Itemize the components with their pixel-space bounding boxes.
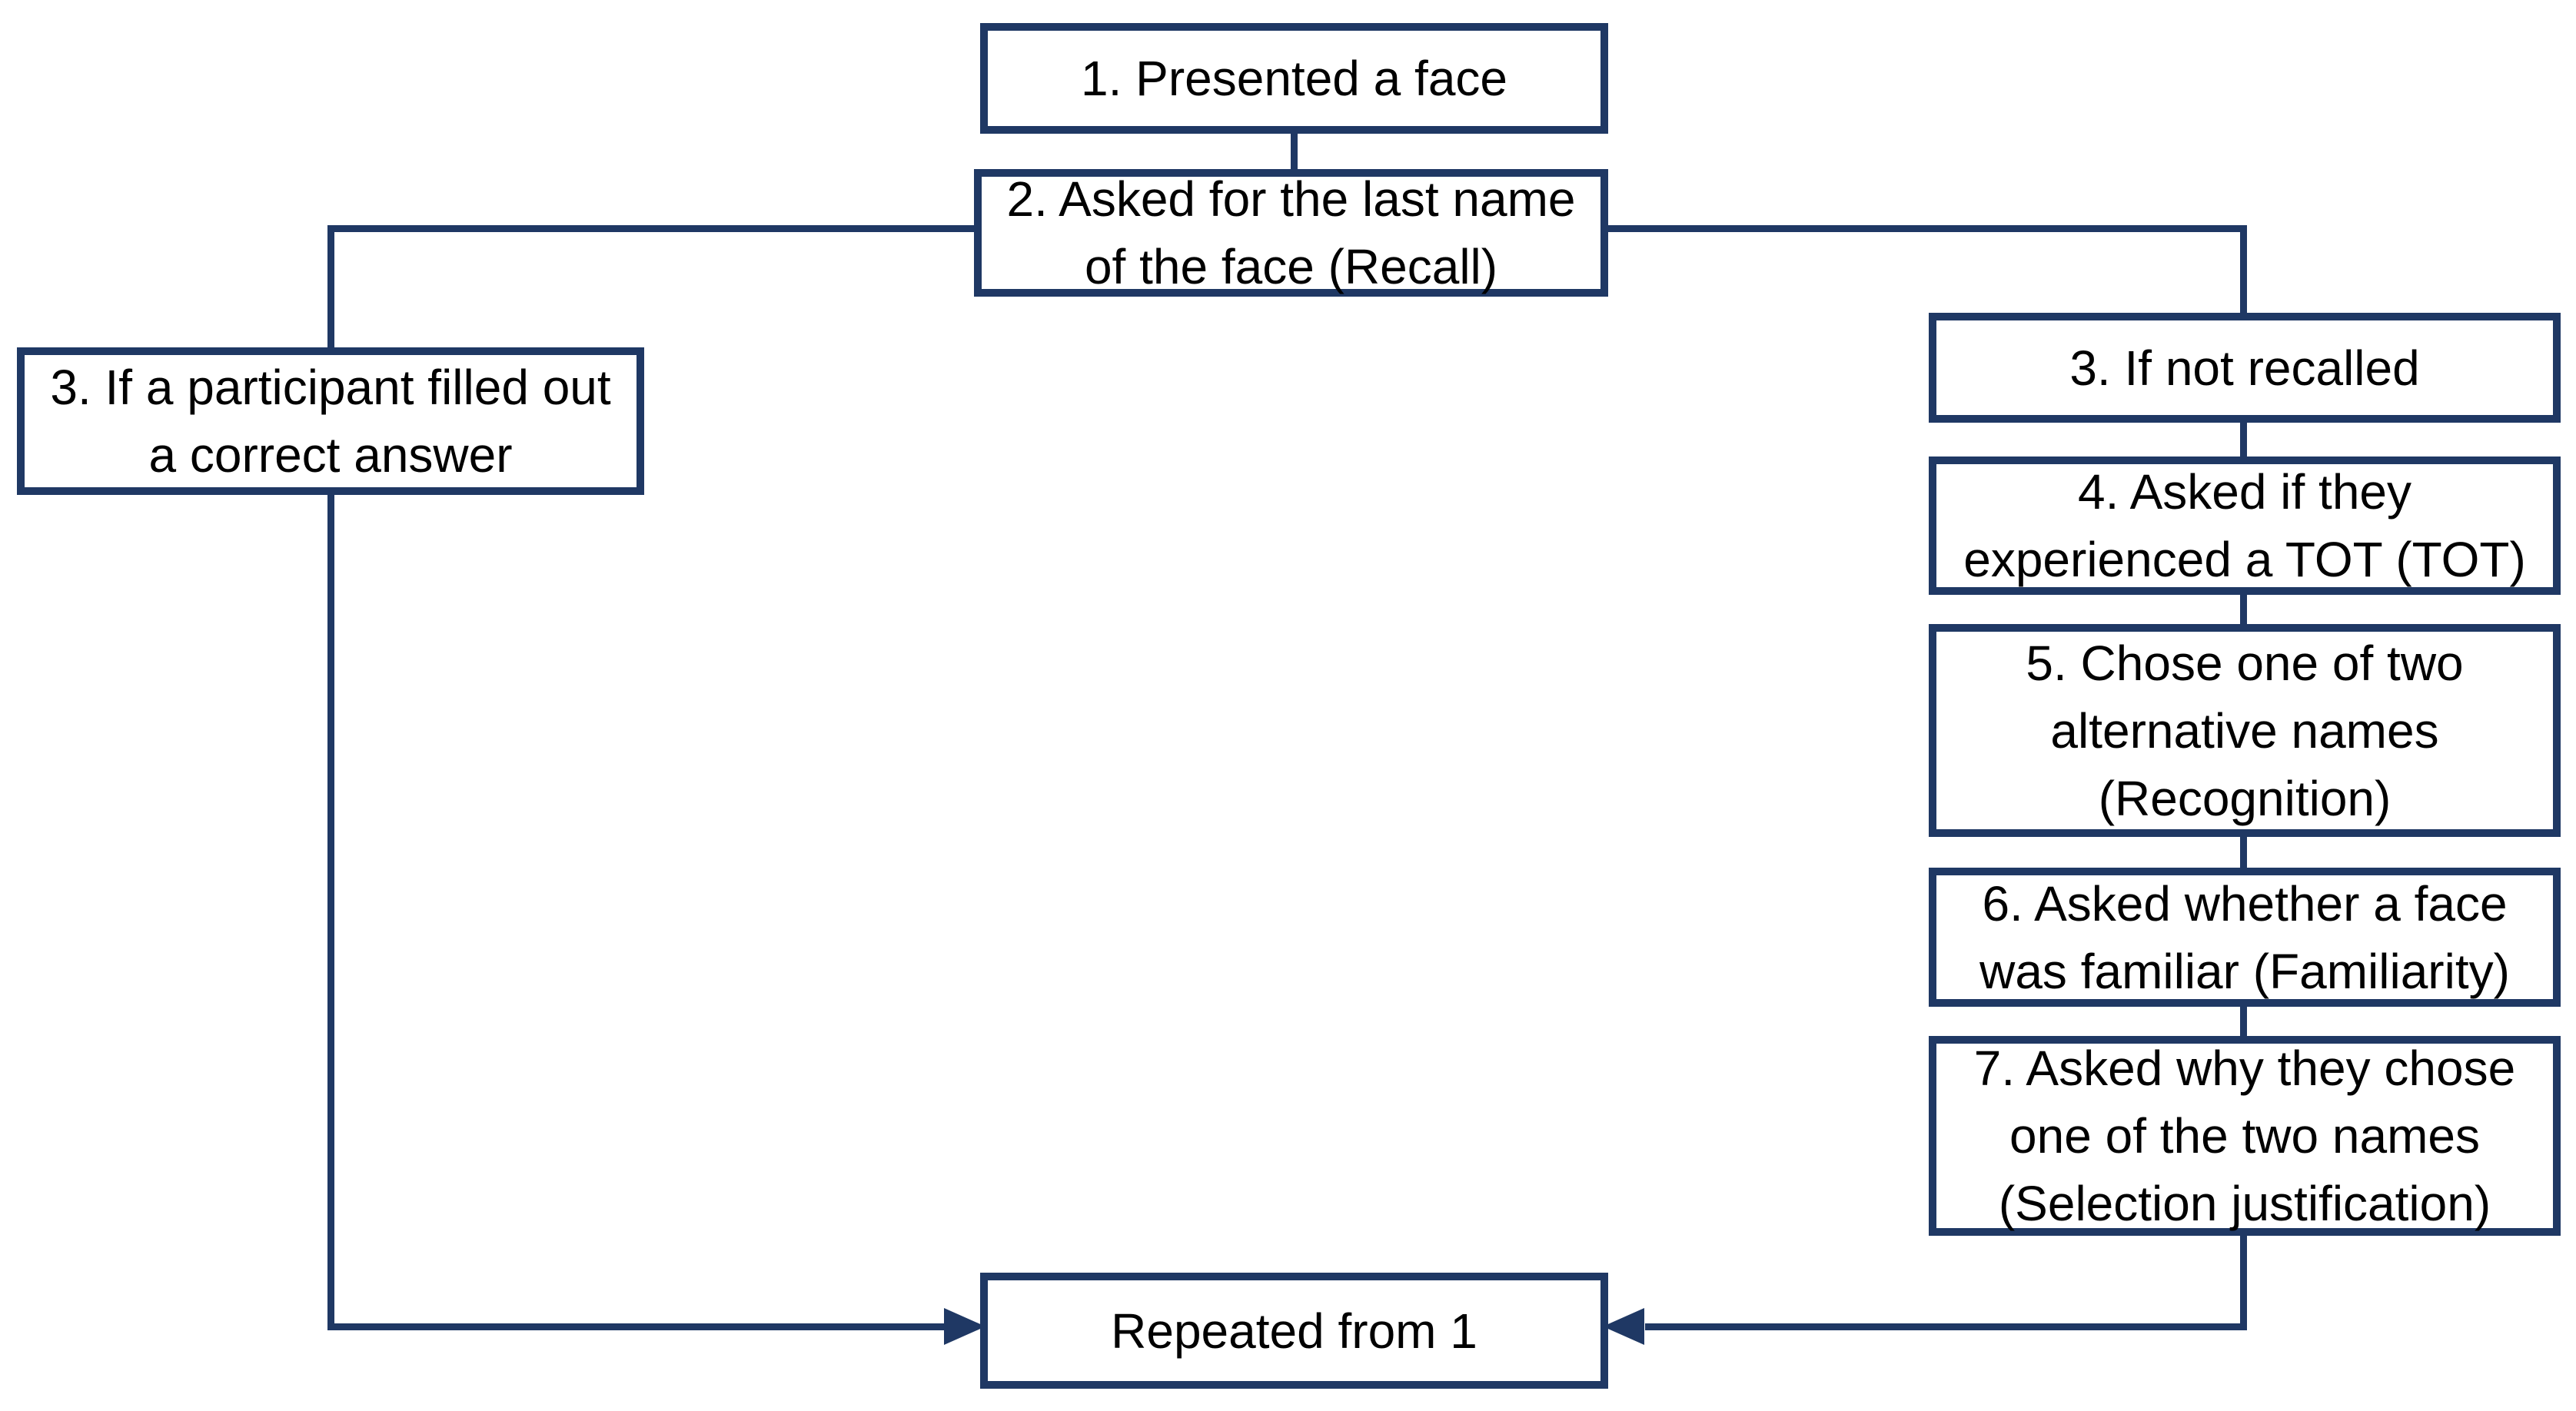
connector-right-vertical-top <box>2240 225 2247 316</box>
arrowhead-left-icon <box>1603 1308 1644 1345</box>
connector-right-to-repeat <box>1645 1323 2247 1330</box>
connector-left-vertical <box>327 225 334 1330</box>
node-presented-face: 1. Presented a face <box>980 23 1608 134</box>
node-not-recalled: 3. If not recalled <box>1929 313 2561 423</box>
node-repeated-from-1: Repeated from 1 <box>980 1273 1608 1389</box>
connector-step2-left-horizontal <box>327 225 977 232</box>
node-familiarity-question: 6. Asked whether a face was familiar (Fa… <box>1929 868 2561 1007</box>
connector-right3-right4 <box>2240 420 2247 460</box>
node-recognition-choice: 5. Chose one of two alternative names (R… <box>1929 624 2561 837</box>
connector-left-to-repeat <box>327 1323 950 1330</box>
node-tot-question: 4. Asked if they experienced a TOT (TOT) <box>1929 456 2561 595</box>
connector-step1-step2 <box>1291 131 1298 172</box>
connector-right5-right6 <box>2240 834 2247 871</box>
connector-right-vertical-bottom <box>2240 1233 2247 1330</box>
connector-step2-right-horizontal <box>1605 225 2247 232</box>
connector-right6-right7 <box>2240 1004 2247 1039</box>
node-selection-justification: 7. Asked why they chose one of the two n… <box>1929 1036 2561 1236</box>
node-correct-answer: 3. If a participant filled out a correct… <box>17 347 644 495</box>
arrowhead-right-icon <box>944 1308 986 1345</box>
node-recall-question: 2. Asked for the last name of the face (… <box>974 169 1608 297</box>
connector-right4-right5 <box>2240 592 2247 627</box>
